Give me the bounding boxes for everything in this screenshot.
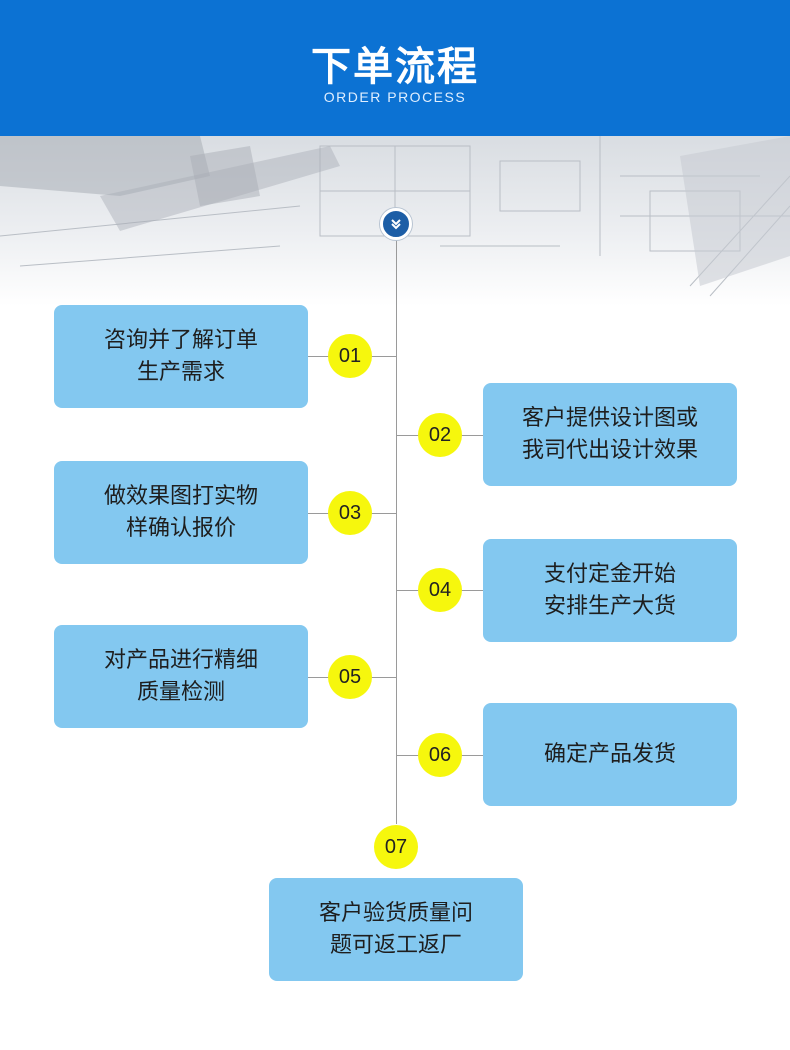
step-text-line: 题可返工返厂	[329, 932, 462, 958]
step-number-02: 02	[418, 413, 462, 457]
step-number-07: 07	[374, 825, 418, 869]
step-number-06: 06	[418, 733, 462, 777]
step-text-line: 我司代出设计效果	[521, 437, 698, 463]
step-text-line: 质量检测	[136, 679, 225, 705]
step-number-05: 05	[328, 655, 372, 699]
step-box-02: 客户提供设计图或 我司代出设计效果	[483, 383, 737, 486]
step-box-03: 做效果图打实物 样确认报价	[54, 461, 308, 564]
step-text-line: 生产需求	[136, 359, 225, 385]
step-box-05: 对产品进行精细 质量检测	[54, 625, 308, 728]
step-text-line: 做效果图打实物	[103, 483, 258, 509]
blueprint-drawing	[0, 136, 790, 297]
step-text-line: 安排生产大货	[543, 593, 676, 619]
page-subtitle: ORDER PROCESS	[323, 89, 467, 105]
step-text-line: 对产品进行精细	[103, 647, 258, 673]
step-text-line: 确定产品发货	[543, 741, 676, 767]
step-number-03: 03	[328, 491, 372, 535]
step-text-line: 样确认报价	[125, 515, 236, 541]
step-box-04: 支付定金开始 安排生产大货	[483, 539, 737, 642]
step-text-line: 支付定金开始	[543, 561, 676, 587]
step-text-line: 咨询并了解订单	[103, 327, 258, 353]
step-text-line: 客户提供设计图或	[521, 405, 698, 431]
step-box-07: 客户验货质量问 题可返工返厂	[269, 878, 523, 981]
page-title: 下单流程	[311, 44, 479, 90]
timeline-line	[396, 224, 397, 824]
timeline-start-marker	[380, 208, 412, 240]
step-number-01: 01	[328, 334, 372, 378]
drafting-background-image	[0, 136, 790, 306]
step-number-04: 04	[418, 568, 462, 612]
step-box-06: 确定产品发货	[483, 703, 737, 806]
step-box-01: 咨询并了解订单 生产需求	[54, 305, 308, 408]
header-banner: 下单流程 ORDER PROCESS	[0, 0, 790, 136]
step-text-line: 客户验货质量问	[318, 900, 473, 926]
double-chevron-down-icon	[391, 219, 401, 230]
